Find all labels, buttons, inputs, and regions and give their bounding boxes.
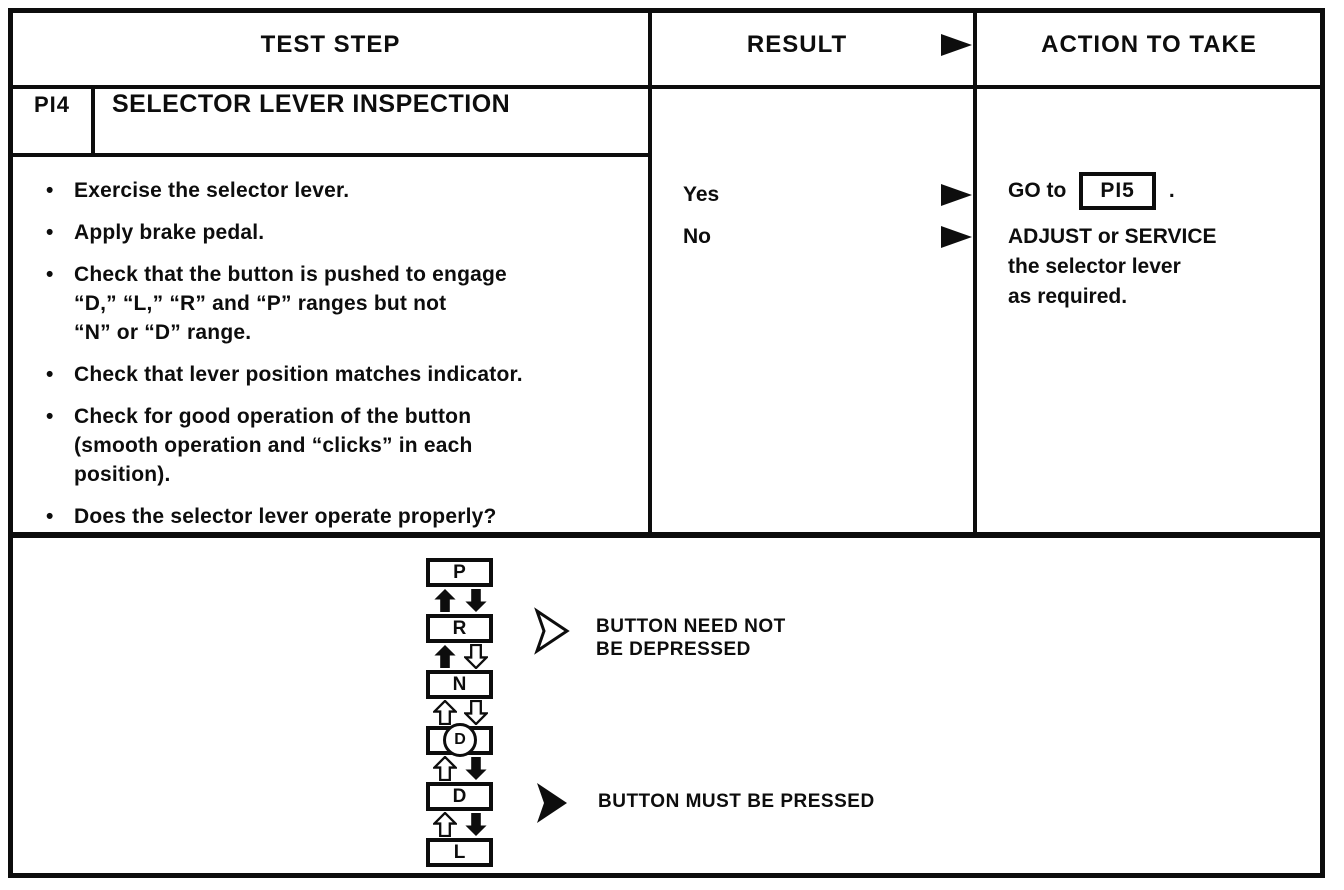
list-item: • Check for good operation of the button… <box>46 402 646 489</box>
legend-filled-arrow-icon <box>537 783 567 823</box>
up-arrow-filled-icon <box>434 588 456 613</box>
list-item: • Exercise the selector lever. <box>46 176 646 205</box>
bullet-text: Exercise the selector lever. <box>74 179 350 202</box>
result-yes-label: Yes <box>683 183 720 206</box>
legend-outline-arrow-icon <box>534 607 570 655</box>
column-divider-result <box>648 8 652 538</box>
test-step-bullets: • Exercise the selector lever. • Apply b… <box>46 176 646 544</box>
action-adjust-text: ADJUST or SERVICE the selector lever as … <box>1008 225 1217 308</box>
bullet-icon: • <box>46 505 54 528</box>
legend-free-arrow-slot <box>534 606 570 661</box>
test-section-bottom-line <box>8 532 1325 538</box>
list-item: • Check that the button is pushed to eng… <box>46 260 646 347</box>
action-go-line: GO to PI5 . <box>1008 172 1175 210</box>
bullet-icon: • <box>46 179 54 202</box>
result-no-label: No <box>683 225 711 248</box>
column-divider-action <box>973 8 977 538</box>
step-title: SELECTOR LEVER INSPECTION <box>112 90 511 118</box>
list-item: • Apply brake pedal. <box>46 218 646 247</box>
header-result: RESULT <box>746 31 848 58</box>
header-result-arrow-icon <box>941 34 972 56</box>
gear-box-N: N <box>426 670 493 699</box>
action-go-prefix: GO to <box>1008 179 1067 202</box>
down-arrow-outline-icon <box>464 644 488 669</box>
gear-box-D: D <box>426 782 493 811</box>
gear-box-P: P <box>426 558 493 587</box>
gear-box-R: R <box>426 614 493 643</box>
bullet-text: Check that lever position matches indica… <box>74 363 523 386</box>
header-action-to-take: ACTION TO TAKE <box>1041 31 1257 58</box>
gear-box-D-circled: D <box>426 723 493 757</box>
overdrive-circle: D <box>443 723 477 757</box>
up-arrow-outline-icon <box>433 812 457 837</box>
legend-pressed-arrow-slot <box>534 778 570 833</box>
header-test-step: TEST STEP <box>260 31 401 58</box>
bullet-text: Apply brake pedal. <box>74 221 265 244</box>
up-arrow-outline-icon <box>433 700 457 725</box>
list-item: • Check that lever position matches indi… <box>46 360 646 389</box>
bullet-text: Does the selector lever operate properly… <box>74 505 497 528</box>
result-no-arrow-icon <box>941 226 972 248</box>
bullet-icon: • <box>46 221 54 244</box>
down-arrow-outline-icon <box>464 700 488 725</box>
legend-pressed-label: BUTTON MUST BE PRESSED <box>598 791 875 812</box>
step-id: PI4 <box>33 92 71 117</box>
goto-step-box: PI5 <box>1079 172 1156 210</box>
gear-box-L: L <box>426 838 493 867</box>
step-id-divider <box>91 85 95 157</box>
bullet-text: Check that the button is pushed to engag… <box>74 263 507 344</box>
up-arrow-filled-icon <box>434 644 456 669</box>
legend-free-label: BUTTON NEED NOT BE DEPRESSED <box>596 616 786 660</box>
header-bottom-line <box>8 85 1325 89</box>
step-row-bottom-line <box>8 153 652 157</box>
result-yes-arrow-icon <box>941 184 972 206</box>
action-go-suffix: . <box>1168 179 1175 202</box>
down-arrow-filled-icon <box>465 812 487 837</box>
up-arrow-outline-icon <box>433 756 457 781</box>
bullet-icon: • <box>46 363 54 386</box>
bullet-icon: • <box>46 405 54 428</box>
bullet-text: Check for good operation of the button (… <box>74 405 473 486</box>
list-item: • Does the selector lever operate proper… <box>46 502 646 531</box>
down-arrow-filled-icon <box>465 588 487 613</box>
table-outer-border <box>8 8 1325 878</box>
bullet-icon: • <box>46 263 54 286</box>
down-arrow-filled-icon <box>465 756 487 781</box>
